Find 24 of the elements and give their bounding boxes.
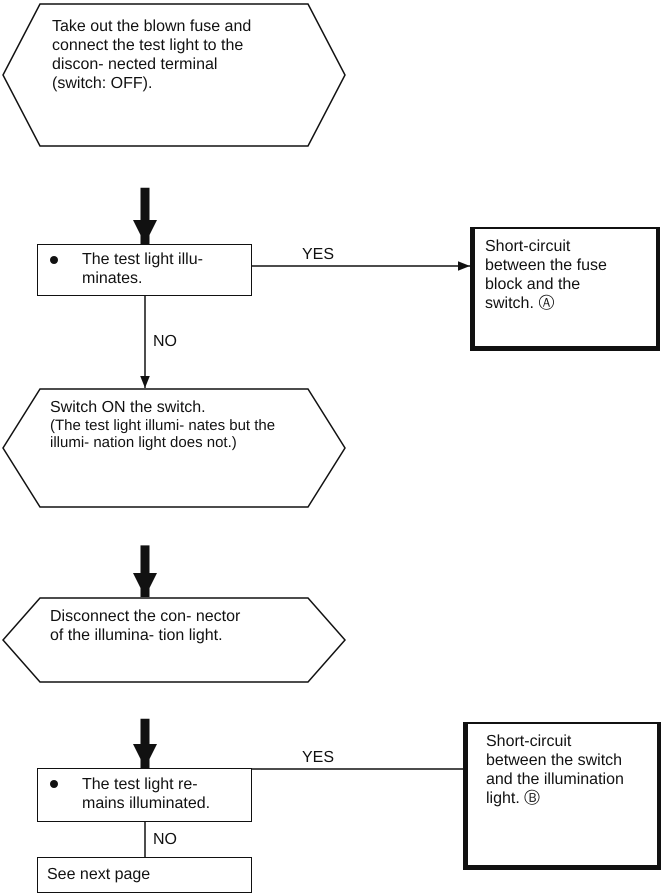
- process-hexagon: [2, 3, 346, 147]
- process-hexagon: [2, 597, 346, 683]
- step-text: The test light re- mains illuminated.: [82, 775, 212, 813]
- process-hexagon: [2, 388, 346, 508]
- step-text: (The test light illumi- nates but the illumi- nation light does not.): [50, 417, 276, 451]
- arrow: [252, 261, 470, 271]
- block-arrow: [133, 188, 157, 244]
- step-text: Disconnect the con- nector of the illumina- tion light.: [50, 607, 242, 645]
- process-box: [37, 244, 252, 296]
- block-arrow: [133, 545, 157, 597]
- connector-line: [252, 768, 463, 770]
- block-arrow: [133, 718, 157, 768]
- step-text: The test light illu- minates.: [82, 250, 204, 288]
- step-text: Take out the blown fuse and connect the test light to the discon- nected terminal (switch: OFF).: [52, 17, 252, 93]
- result-box: [470, 227, 660, 351]
- step-text: Switch ON the switch.: [50, 398, 207, 417]
- connector-line: [144, 822, 146, 857]
- step-text: See next page: [47, 865, 152, 884]
- step-text: Short-circuit between the switch and the illumination light. Ⓑ: [486, 732, 625, 808]
- process-box: [37, 857, 252, 893]
- step-text: Short-circuit between the fuse block and the switch. Ⓐ: [485, 237, 608, 313]
- arrow: [140, 296, 150, 388]
- result-box: [463, 722, 661, 870]
- process-box: [37, 768, 252, 822]
